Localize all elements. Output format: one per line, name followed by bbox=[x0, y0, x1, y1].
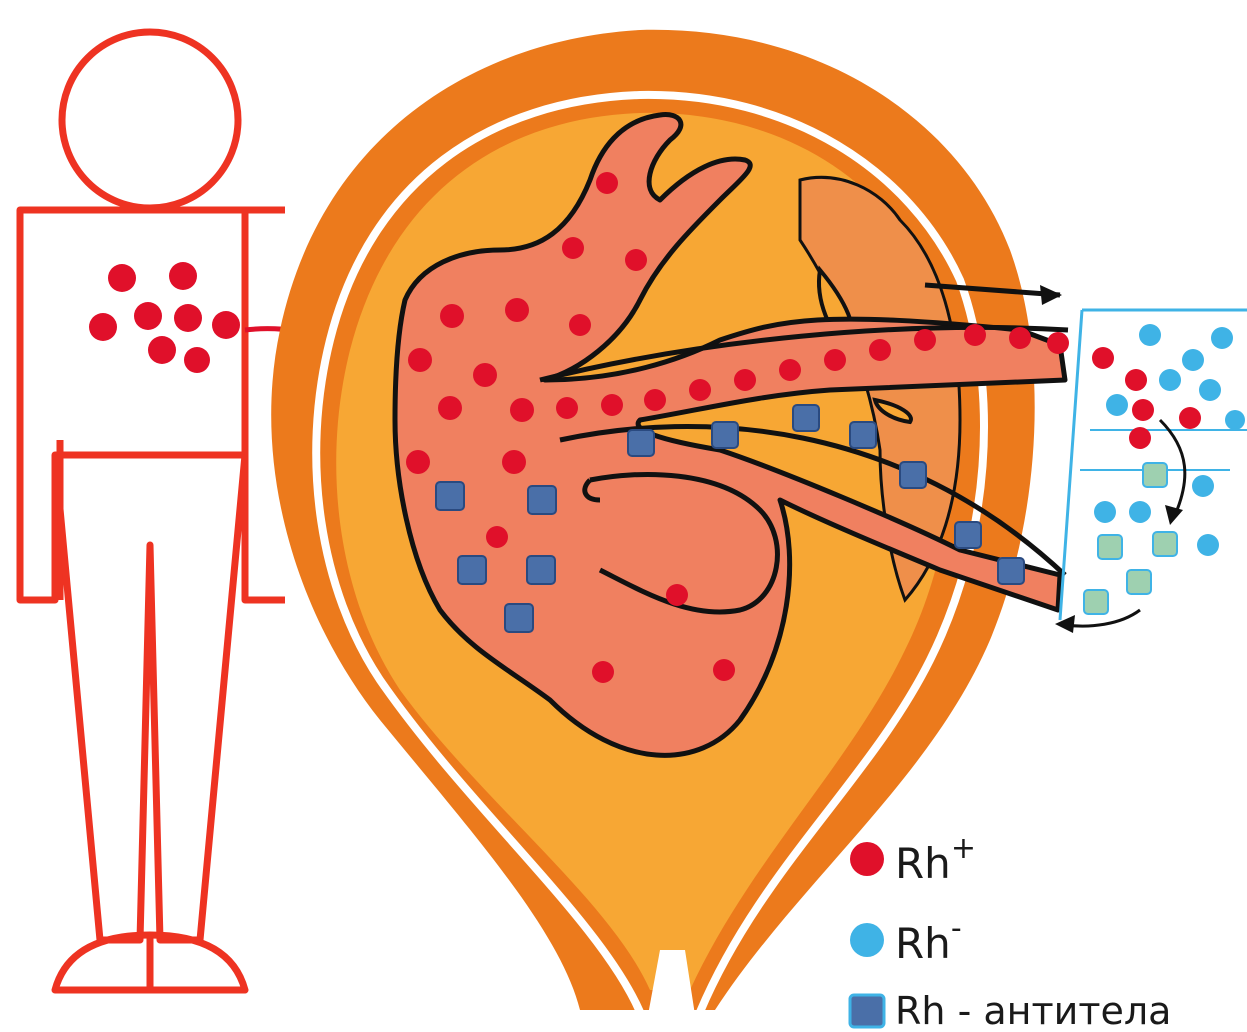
legend-rh-negative: Rh- bbox=[850, 911, 962, 968]
legend-antibody-label: Rh - антитела bbox=[895, 989, 1171, 1032]
svg-text:Rh-: Rh- bbox=[895, 911, 962, 968]
legend-rh-positive-base: Rh bbox=[895, 839, 951, 888]
legend-rh-positive-sup: + bbox=[951, 831, 976, 866]
maternal-blood bbox=[1055, 310, 1247, 633]
blue-dot-icon bbox=[850, 923, 884, 957]
red-dot-icon bbox=[850, 842, 884, 876]
father-head bbox=[62, 32, 238, 208]
legend: Rh+ Rh- Rh - антитела bbox=[850, 831, 1171, 1032]
father-figure bbox=[20, 32, 285, 990]
legend-rh-negative-base: Rh bbox=[895, 919, 951, 968]
legend-rh-negative-sup: - bbox=[951, 911, 962, 946]
father-blood-cells bbox=[89, 262, 240, 373]
father-legs bbox=[55, 455, 245, 940]
legend-antibody: Rh - антитела bbox=[850, 989, 1171, 1032]
svg-text:Rh+: Rh+ bbox=[895, 831, 976, 888]
maternal-antibodies bbox=[1084, 463, 1177, 614]
antibody-square-icon bbox=[850, 995, 884, 1027]
legend-rh-positive: Rh+ bbox=[850, 831, 976, 888]
